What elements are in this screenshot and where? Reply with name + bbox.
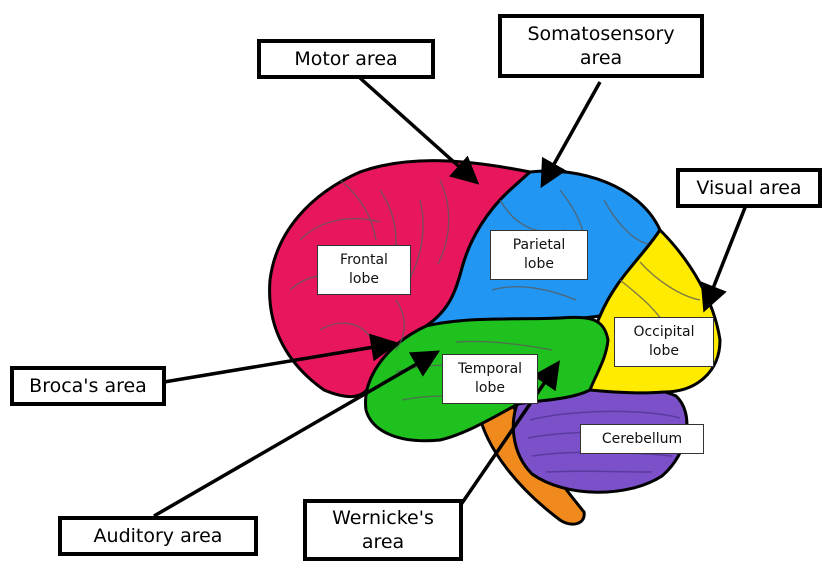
- occipital-lobe-label: Occipital lobe: [614, 317, 714, 367]
- auditory-area-callout: Auditory area: [58, 516, 258, 556]
- brocas-area-arrow: [163, 333, 399, 384]
- motor-area-callout: Motor area: [257, 39, 435, 79]
- visual-area-callout: Visual area: [676, 168, 822, 208]
- wernickes-area-callout: Wernicke's area: [303, 499, 463, 561]
- brocas-area-callout: Broca's area: [10, 366, 166, 406]
- visual-area-arrow: [700, 199, 750, 313]
- frontal-lobe-label: Frontal lobe: [317, 245, 411, 295]
- wernickes-area-arrow: [458, 360, 560, 507]
- temporal-lobe-label: Temporal lobe: [442, 354, 538, 404]
- somatosensory-area-arrow: [540, 81, 602, 189]
- cerebellum-label: Cerebellum: [580, 424, 704, 454]
- motor-area-arrow: [358, 76, 480, 185]
- parietal-lobe-label: Parietal lobe: [490, 230, 588, 280]
- callout-arrows: [153, 76, 750, 518]
- auditory-area-arrow: [153, 350, 441, 518]
- somatosensory-area-callout: Somatosensory area: [498, 14, 704, 78]
